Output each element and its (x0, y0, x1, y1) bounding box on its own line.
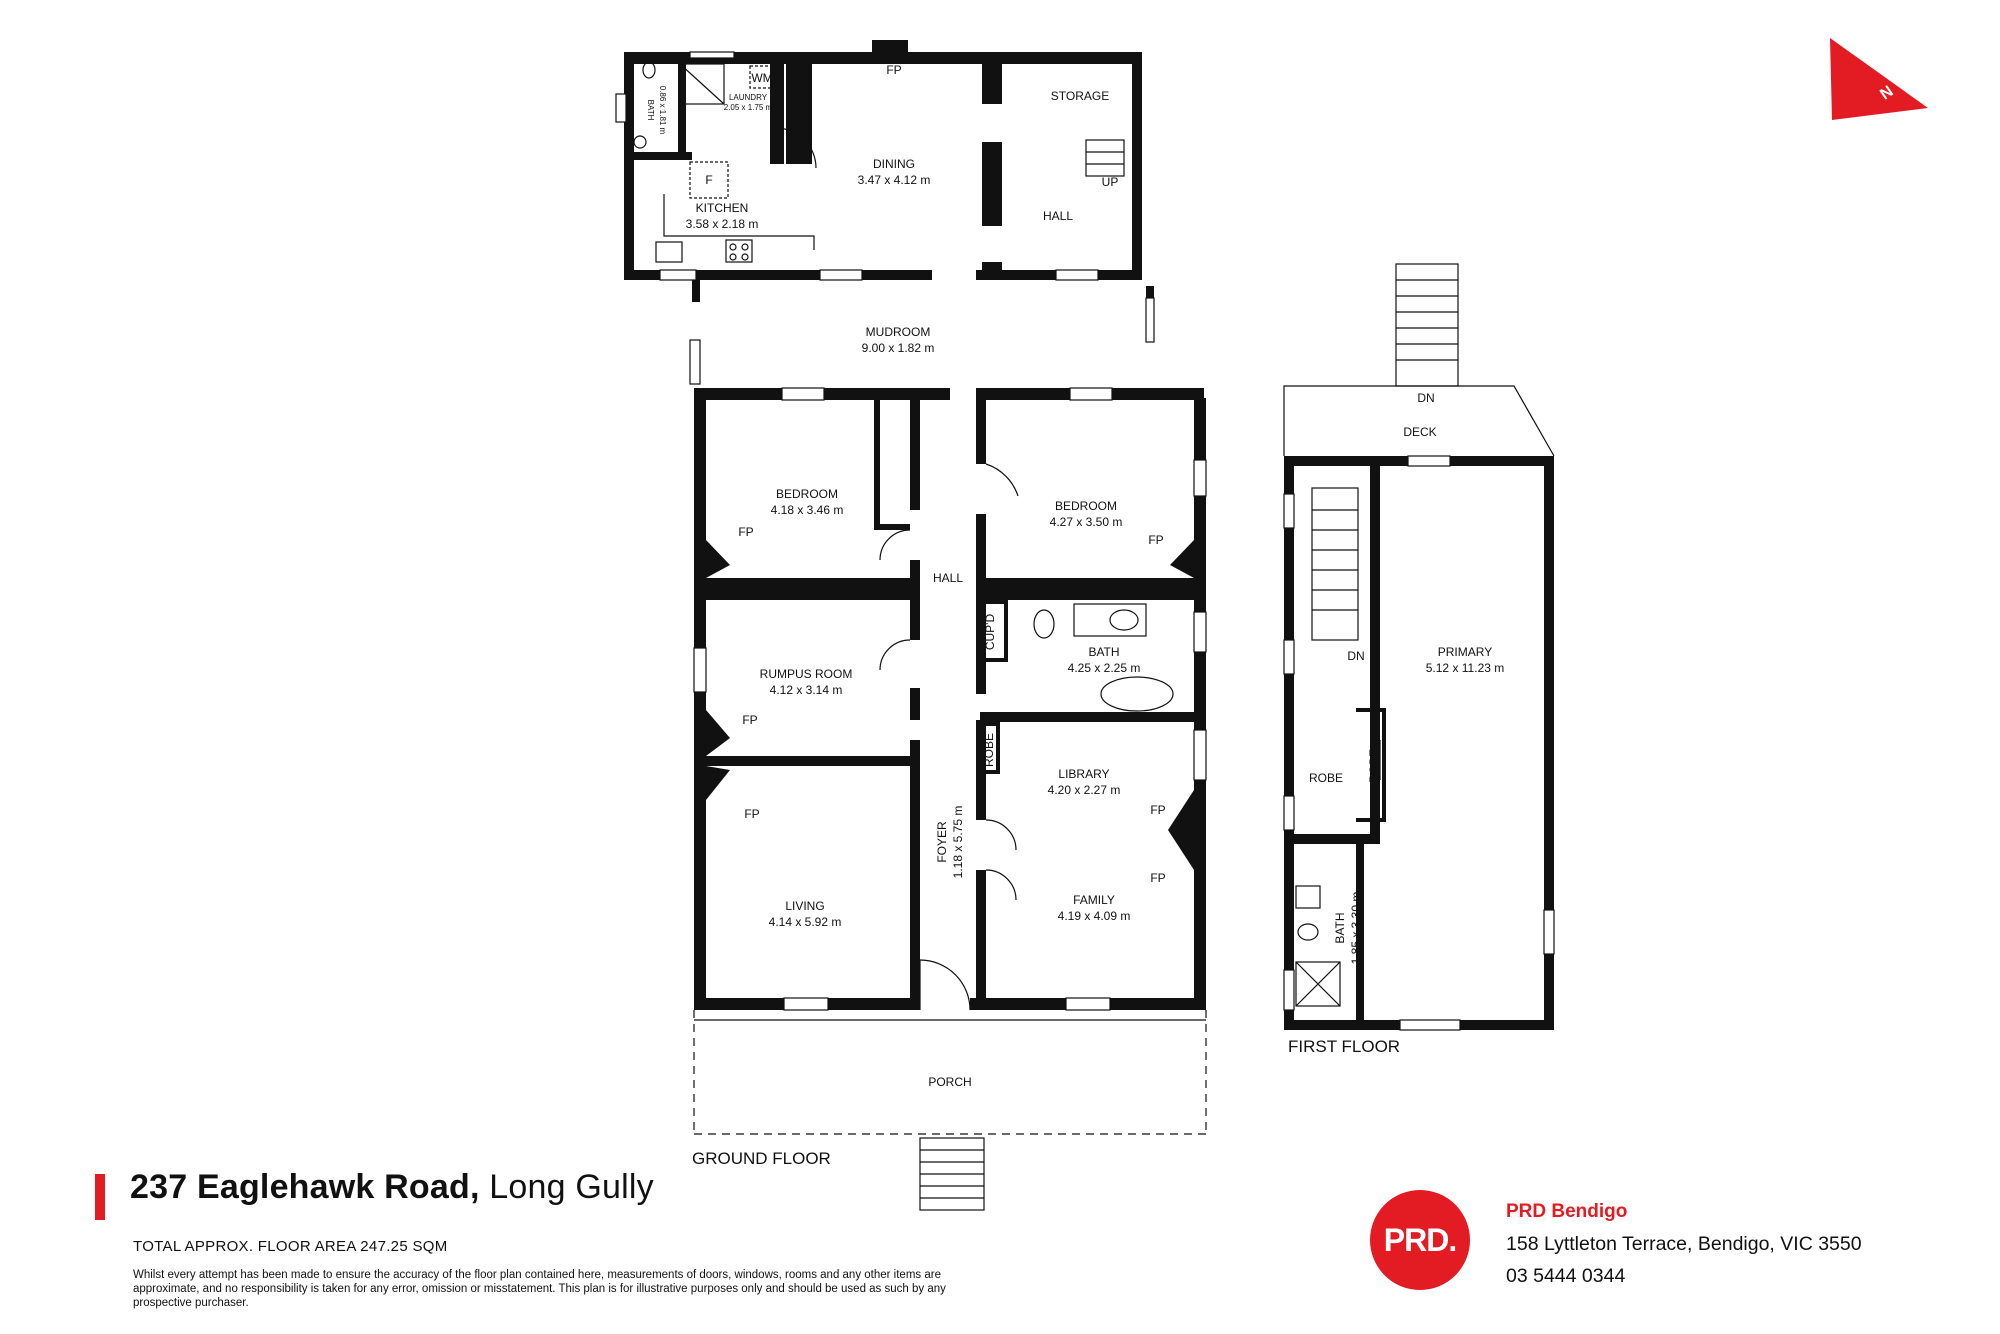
laundry-dimensions: 2.05 x 1.75 m (724, 103, 773, 112)
kitchen-dimensions: 3.58 x 2.18 m (686, 217, 759, 231)
rumpus-label: RUMPUS ROOM (760, 667, 853, 681)
porch-label: PORCH (928, 1075, 971, 1089)
hall-label: HALL (933, 571, 963, 585)
fp-library-label: FP (1150, 803, 1165, 817)
hall-top-label: HALL (1043, 209, 1073, 223)
robe-gf-label: ROBE (982, 733, 996, 767)
library-label: LIBRARY (1058, 767, 1109, 781)
primary-label: PRIMARY (1438, 645, 1492, 659)
mudroom-label: MUDROOM (866, 325, 931, 339)
foyer-label: FOYER (935, 821, 949, 863)
wm-label: WM (751, 71, 772, 85)
fp-dining-label: FP (886, 63, 901, 77)
fp-bed2-label: FP (1148, 533, 1163, 547)
bedroom2-label: BEDROOM (1055, 499, 1117, 513)
windows (615, 51, 1207, 1011)
address-accent-bar (95, 1174, 105, 1220)
library-dimensions: 4.20 x 2.27 m (1048, 783, 1121, 797)
rumpus-dimensions: 4.12 x 3.14 m (770, 683, 843, 697)
agency-logo: PRD. (1370, 1190, 1470, 1290)
first-floor-windows (1283, 455, 1555, 1031)
family-label: FAMILY (1073, 893, 1115, 907)
dining-label: DINING (873, 157, 915, 171)
fridge-label: F (705, 173, 712, 187)
living-dimensions: 4.14 x 5.92 m (769, 915, 842, 929)
laundry-label: LAUNDRY (729, 93, 768, 102)
bath-ff-dimensions: 1.85 x 3.30 m (1349, 892, 1363, 965)
property-address: 237 Eaglehawk Road, Long Gully (130, 1168, 654, 1207)
kitchen-label: KITCHEN (696, 201, 749, 215)
primary-dimensions: 5.12 x 11.23 m (1426, 661, 1505, 675)
compass-icon: N (1830, 38, 1928, 120)
agency-phone: 03 5444 0344 (1506, 1265, 1626, 1287)
storage-label: STORAGE (1051, 89, 1109, 103)
fp-family-label: FP (1150, 871, 1165, 885)
bath-label: BATH (1088, 645, 1119, 659)
dining-dimensions: 3.47 x 4.12 m (858, 173, 931, 187)
fp-bed1-label: FP (738, 525, 753, 539)
agency-name: PRD Bendigo (1506, 1201, 1628, 1222)
living-label: LIVING (785, 899, 824, 913)
fp-living-label: FP (744, 807, 759, 821)
bedroom1-dimensions: 4.18 x 3.46 m (771, 503, 844, 517)
deck-label: DECK (1403, 425, 1436, 439)
cupd-label: CUP'D (983, 614, 997, 651)
fixtures (633, 61, 1207, 1211)
first-floor-walls (1284, 456, 1554, 1030)
address-suburb: Long Gully (489, 1168, 654, 1206)
robe-ff1-label: ROBE (1309, 771, 1343, 785)
ground-floor-label: GROUND FLOOR (692, 1149, 831, 1168)
family-dimensions: 4.19 x 4.09 m (1058, 909, 1131, 923)
bath-small-label: BATH (646, 100, 655, 121)
bedroom2-dimensions: 4.27 x 3.50 m (1050, 515, 1123, 529)
disclaimer: Whilst every attempt has been made to en… (133, 1269, 946, 1309)
bath-ff-label: BATH (1333, 912, 1347, 943)
address-street: 237 Eaglehawk Road, (130, 1168, 480, 1206)
first-floor-label: FIRST FLOOR (1288, 1037, 1400, 1056)
robe-ff2-label: ROBE (1367, 749, 1381, 783)
agency-info: PRD. PRD Bendigo 158 Lyttleton Terrace, … (1370, 1190, 1970, 1310)
bath-dimensions: 4.25 x 2.25 m (1068, 661, 1141, 675)
fp-rumpus-label: FP (742, 713, 757, 727)
bedroom1-label: BEDROOM (776, 487, 838, 501)
bath-small-dimensions: 0.86 x 1.81 m (658, 86, 667, 135)
up-label: UP (1102, 175, 1119, 189)
total-floor-area: TOTAL APPROX. FLOOR AREA 247.25 SQM (133, 1238, 448, 1255)
first-floor-fixtures (1283, 263, 1555, 1007)
dn-stairs-label: DN (1347, 649, 1364, 663)
foyer-dimensions: 1.18 x 5.75 m (951, 806, 965, 879)
dn-deck-label: DN (1417, 391, 1434, 405)
agency-address: 158 Lyttleton Terrace, Bendigo, VIC 3550 (1506, 1233, 1862, 1255)
mudroom-dimensions: 9.00 x 1.82 m (862, 341, 935, 355)
room-labels: FP STORAGE DINING 3.47 x 4.12 m LAUNDRY … (646, 63, 1504, 1168)
